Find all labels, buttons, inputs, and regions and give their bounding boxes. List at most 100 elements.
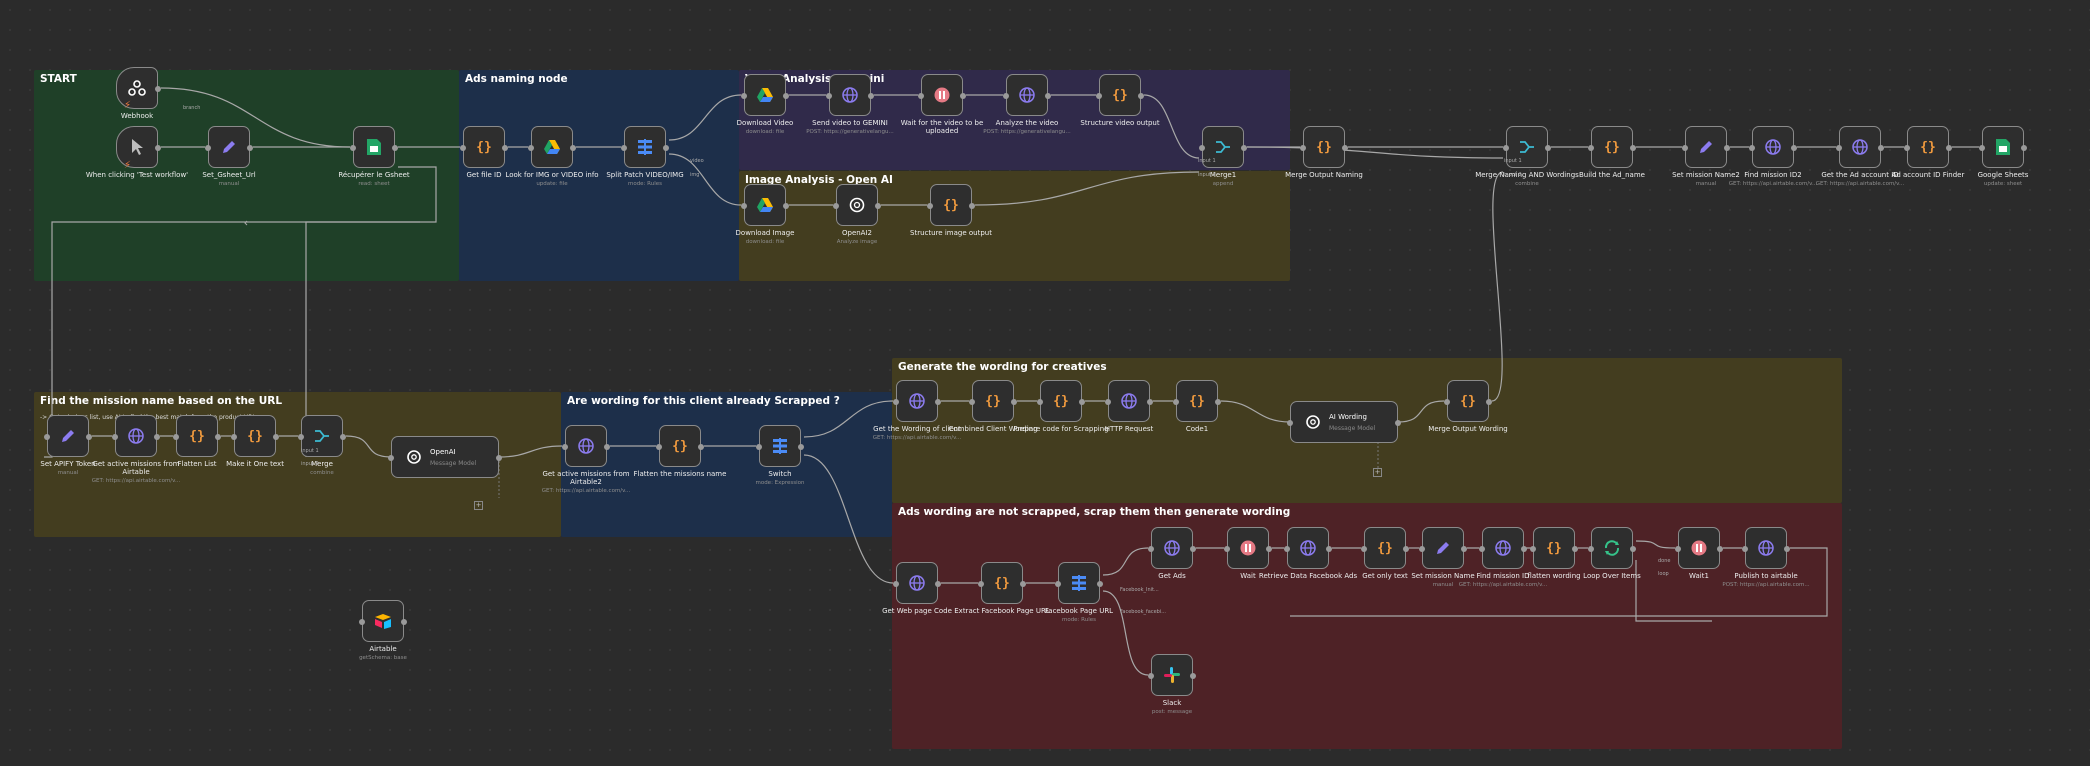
buildad-node[interactable]: {} bbox=[1588, 126, 1636, 168]
input-port[interactable] bbox=[656, 444, 662, 450]
getads-node[interactable] bbox=[1148, 527, 1196, 569]
setmission-node[interactable] bbox=[1419, 527, 1467, 569]
switch-node[interactable] bbox=[756, 425, 804, 467]
input-port[interactable] bbox=[1055, 581, 1061, 587]
analyze-node[interactable] bbox=[1003, 74, 1051, 116]
input-port[interactable] bbox=[918, 93, 924, 99]
output-port[interactable] bbox=[663, 145, 669, 151]
waitvideo-node[interactable] bbox=[918, 74, 966, 116]
loop-node[interactable] bbox=[1588, 527, 1636, 569]
output-port[interactable] bbox=[502, 145, 508, 151]
output-port[interactable] bbox=[1138, 93, 1144, 99]
output-port[interactable] bbox=[155, 86, 161, 92]
wait1-node[interactable] bbox=[1675, 527, 1723, 569]
dlimage-node[interactable] bbox=[741, 184, 789, 226]
output-port[interactable] bbox=[783, 93, 789, 99]
flatten-node[interactable]: {} bbox=[173, 415, 221, 457]
output-port[interactable] bbox=[1486, 399, 1492, 405]
output-port[interactable] bbox=[1190, 673, 1196, 679]
input-port[interactable] bbox=[350, 145, 356, 151]
webhook-node[interactable] bbox=[116, 67, 161, 109]
input-port[interactable] bbox=[1749, 145, 1755, 151]
output-port[interactable] bbox=[1020, 581, 1026, 587]
input-port[interactable] bbox=[1199, 145, 1205, 151]
output-port[interactable] bbox=[604, 444, 610, 450]
input-port[interactable] bbox=[44, 434, 50, 440]
getactive-node[interactable] bbox=[112, 415, 160, 457]
output-port[interactable] bbox=[969, 203, 975, 209]
input-port[interactable] bbox=[1588, 546, 1594, 552]
input-port[interactable] bbox=[460, 145, 466, 151]
output-port[interactable] bbox=[86, 434, 92, 440]
manual-node[interactable] bbox=[116, 126, 161, 168]
sticky-start[interactable]: START bbox=[34, 70, 459, 281]
sticky-wording-scrapped[interactable]: Are wording for this client already Scra… bbox=[561, 392, 892, 537]
output-port[interactable] bbox=[1403, 546, 1409, 552]
input-port[interactable] bbox=[1300, 145, 1306, 151]
split-node[interactable] bbox=[621, 126, 669, 168]
input-port[interactable] bbox=[741, 203, 747, 209]
input-port[interactable] bbox=[1904, 145, 1910, 151]
extractfb-node[interactable]: {} bbox=[978, 562, 1026, 604]
http-node[interactable] bbox=[1105, 380, 1153, 422]
input-port[interactable] bbox=[1284, 546, 1290, 552]
input-port[interactable] bbox=[1682, 145, 1688, 151]
input-port[interactable] bbox=[1530, 546, 1536, 552]
input-port[interactable] bbox=[1675, 546, 1681, 552]
publish-node[interactable] bbox=[1742, 527, 1790, 569]
output-port[interactable] bbox=[1147, 399, 1153, 405]
input-port[interactable] bbox=[1419, 546, 1425, 552]
output-port[interactable] bbox=[783, 203, 789, 209]
input-port[interactable] bbox=[741, 93, 747, 99]
input-port[interactable] bbox=[562, 444, 568, 450]
wait-node[interactable] bbox=[1224, 527, 1272, 569]
output-port[interactable] bbox=[935, 581, 941, 587]
output-port[interactable] bbox=[1215, 399, 1221, 405]
retrieve-node[interactable] bbox=[1284, 527, 1332, 569]
merge1-node[interactable] bbox=[1199, 126, 1247, 168]
prepare-node[interactable]: {} bbox=[1037, 380, 1085, 422]
input-port[interactable] bbox=[388, 455, 394, 461]
input-port[interactable] bbox=[978, 581, 984, 587]
output-port[interactable] bbox=[1878, 145, 1884, 151]
combined-node[interactable]: {} bbox=[969, 380, 1017, 422]
output-port[interactable] bbox=[2021, 145, 2027, 151]
sticky-ads-naming[interactable]: Ads naming node bbox=[459, 70, 739, 281]
merge-node[interactable] bbox=[298, 415, 346, 457]
output-port[interactable] bbox=[1079, 399, 1085, 405]
output-port[interactable] bbox=[1045, 93, 1051, 99]
input-port[interactable] bbox=[1037, 399, 1043, 405]
sticky-image-analysis[interactable]: Image Analysis - Open AI bbox=[739, 171, 1290, 281]
input-port[interactable] bbox=[927, 203, 933, 209]
fbpage-node[interactable] bbox=[1055, 562, 1103, 604]
output-port[interactable] bbox=[496, 455, 502, 461]
input-port[interactable] bbox=[1224, 546, 1230, 552]
adaccountfinder-node[interactable]: {} bbox=[1904, 126, 1952, 168]
input-port[interactable] bbox=[112, 434, 118, 440]
input-port[interactable] bbox=[1148, 673, 1154, 679]
input-port[interactable] bbox=[1503, 145, 1509, 151]
recup-node[interactable] bbox=[350, 126, 398, 168]
input-port[interactable] bbox=[1105, 399, 1111, 405]
input-port[interactable] bbox=[1361, 546, 1367, 552]
input-port[interactable] bbox=[826, 93, 832, 99]
output-port[interactable] bbox=[1190, 546, 1196, 552]
input-port[interactable] bbox=[833, 203, 839, 209]
input-port[interactable] bbox=[205, 145, 211, 151]
getonly-node[interactable]: {} bbox=[1361, 527, 1409, 569]
output-port[interactable] bbox=[1395, 420, 1401, 426]
output-port[interactable] bbox=[1630, 546, 1636, 552]
input-port[interactable] bbox=[231, 434, 237, 440]
output-port[interactable] bbox=[155, 145, 161, 151]
output-port[interactable] bbox=[960, 93, 966, 99]
setmission2-node[interactable] bbox=[1682, 126, 1730, 168]
input-port[interactable] bbox=[1979, 145, 1985, 151]
flattenwording-node[interactable]: {} bbox=[1530, 527, 1578, 569]
output-port[interactable] bbox=[154, 434, 160, 440]
input-port[interactable] bbox=[1742, 546, 1748, 552]
output-port[interactable] bbox=[1097, 581, 1103, 587]
output-port[interactable] bbox=[935, 399, 941, 405]
